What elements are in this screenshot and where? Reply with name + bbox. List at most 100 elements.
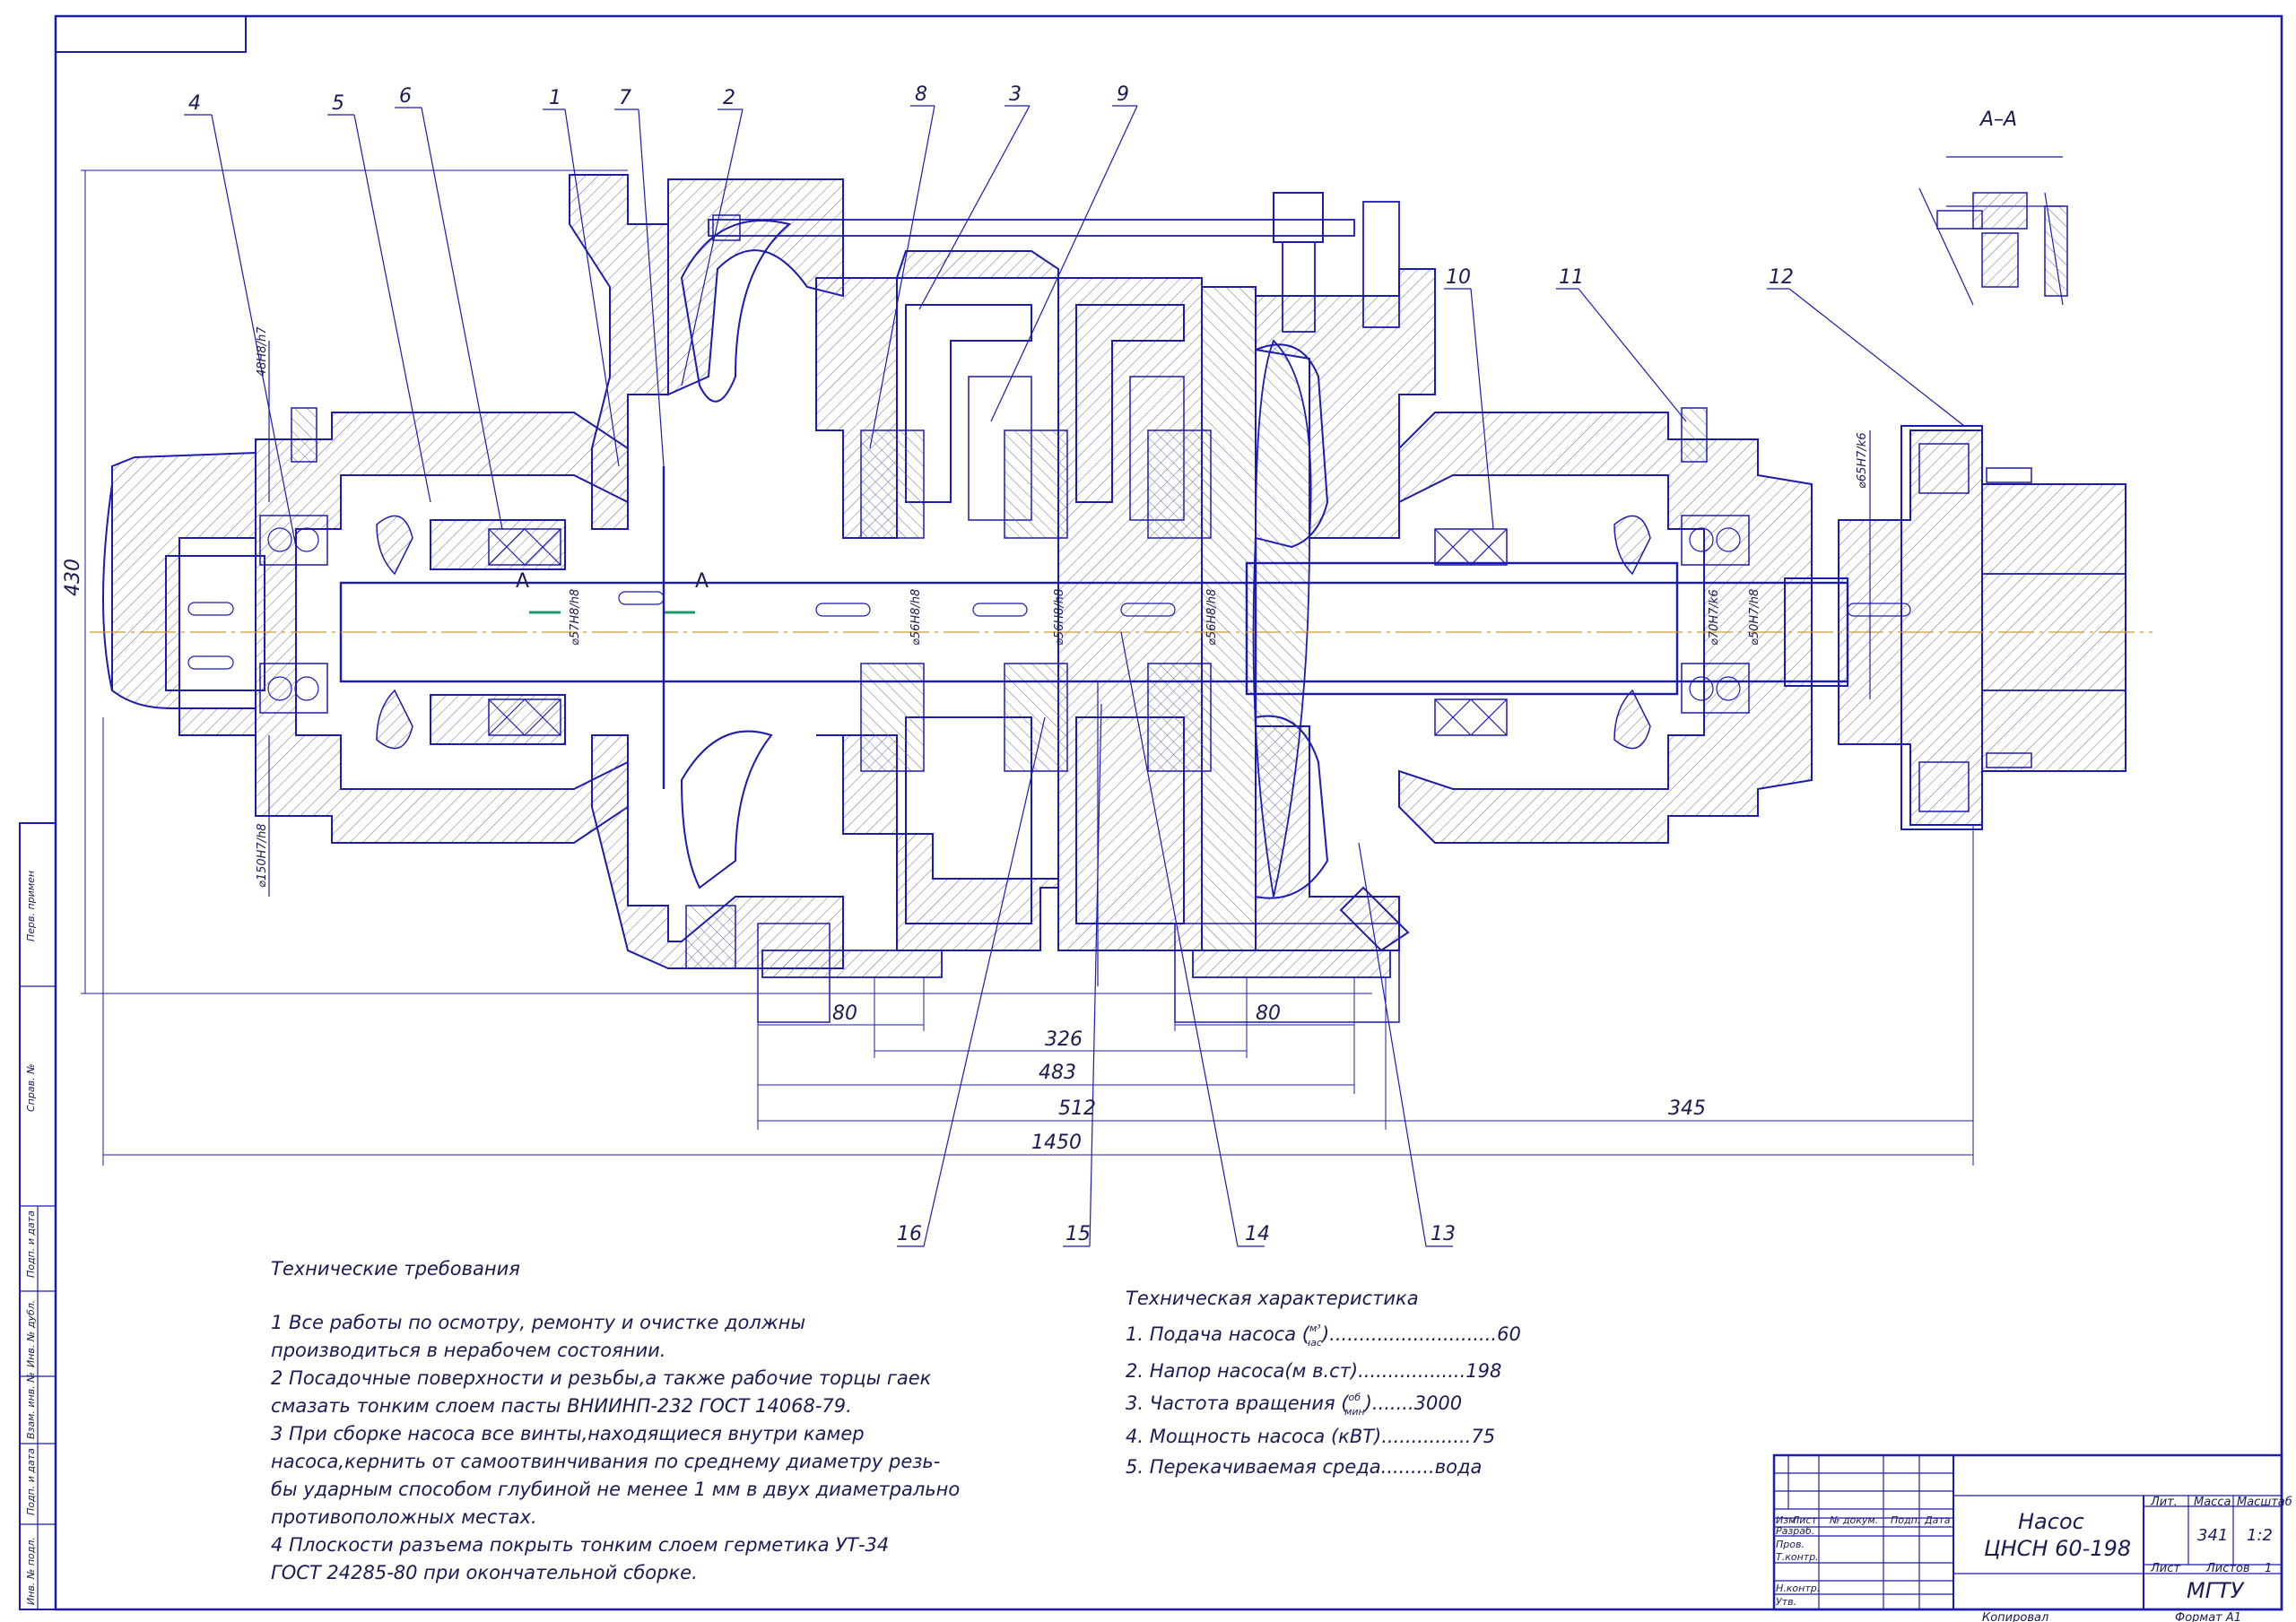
part-label-8: 8: [915, 83, 927, 106]
tech-requirements: Технические требования 1 Все работы по о…: [271, 1258, 960, 1583]
dim-483: 483: [1039, 1062, 1076, 1084]
tb-izm: Изм: [1776, 1514, 1796, 1526]
tech-req-line-9: 4 Плоскости разъема покрыть тонким слоем…: [271, 1534, 889, 1556]
stamp-podp-data-2: Подп. и дата: [25, 1448, 37, 1515]
part-label-14: 14: [1245, 1223, 1270, 1245]
left-bearing-cover: [102, 451, 265, 736]
tech-char-item-5: 5. Перекачиваемая среда.........вода: [1126, 1456, 1482, 1478]
outline-accents: [662, 466, 1257, 986]
part-label-6: 6: [399, 85, 412, 108]
tie-rod: [708, 214, 1400, 1023]
tech-char-title: Техническая характеристика: [1126, 1288, 1419, 1309]
dim-326: 326: [1045, 1028, 1083, 1051]
tb-tkontr: Т.контр.: [1776, 1551, 1819, 1563]
side-stamp: Перв. примен Справ. № Подп. и дата Инв. …: [19, 822, 57, 1610]
part-label-7: 7: [619, 87, 631, 109]
tech-req-line-8: противоположных местах.: [271, 1506, 537, 1528]
stamp-sprav-no: Справ. №: [25, 1063, 37, 1112]
tb-prov: Пров.: [1776, 1539, 1805, 1550]
tb-data: Дата: [1924, 1514, 1951, 1526]
dim-345: 345: [1668, 1097, 1706, 1120]
impellers: [860, 429, 1212, 772]
tb-utv: Утв.: [1776, 1596, 1796, 1608]
tb-scale-label: Масштаб: [2237, 1496, 2292, 1509]
tb-no-dokum: № докум.: [1829, 1514, 1878, 1526]
tech-char-item-4: 4. Мощность насоса (кВТ)...............7…: [1126, 1426, 1495, 1447]
stamp-perv-primen: Перв. примен: [25, 871, 37, 941]
fit-labels: 48H8/h7 ⌀150H7/h8 ⌀57H8/h8 ⌀56H8/h8 ⌀56H…: [256, 326, 1871, 897]
part-callouts: 4 5 6 1 7 2 8 3 9 10 11 12 16 15 14 13: [184, 83, 1965, 1247]
part-label-4: 4: [188, 92, 201, 115]
part-label-12: 12: [1769, 266, 1794, 289]
section-mark-left: A: [516, 570, 529, 593]
tech-char-item-2: 2. Напор насоса(м в.ст).................…: [1126, 1360, 1501, 1382]
pump-section-view: A A: [90, 174, 2152, 1023]
discharge-casing: [1252, 192, 1436, 952]
dimensions: 430 80 80 326 483 512 345 1450: [62, 169, 1974, 1166]
tb-org: МГТУ: [2187, 1578, 2245, 1603]
tech-req-line-5: 3 При сборке насоса все винты,находящиес…: [271, 1423, 865, 1444]
section-a-a-inset: А–А: [1918, 108, 2068, 306]
fit-shaft-57: ⌀57H8/h8: [569, 589, 582, 646]
tb-nkontr: Н.контр.: [1776, 1583, 1820, 1594]
right-bearing-housing: [1398, 407, 1813, 844]
part-label-11: 11: [1559, 266, 1584, 289]
dim-1450: 1450: [1031, 1132, 1082, 1154]
tech-characteristics: Техническая характеристика 1. Подача нас…: [1126, 1288, 1521, 1478]
part-label-16: 16: [897, 1223, 922, 1245]
section-mark-right: A: [695, 570, 709, 593]
part-label-15: 15: [1065, 1223, 1091, 1245]
coupling-half: [1838, 425, 2126, 830]
suction-casing: [569, 174, 844, 969]
tb-mass-label: Масса: [2194, 1496, 2231, 1509]
fit-left-lower: ⌀150H7/h8: [256, 823, 269, 888]
fit-shaft-50: ⌀50H7/h8: [1748, 589, 1761, 646]
stamp-vzam-inv: Взам. инв. №: [25, 1372, 37, 1439]
fit-coupling-65: ⌀65H7/k6: [1856, 432, 1869, 489]
tb-mass-value: 341: [2197, 1526, 2228, 1545]
tech-req-line-4: смазать тонким слоем пасты ВНИИНП-232 ГО…: [271, 1395, 852, 1417]
part-label-1: 1: [549, 87, 561, 109]
fit-shaft-70: ⌀70H7/k6: [1708, 589, 1721, 646]
dim-80-left: 80: [832, 1002, 857, 1025]
tb-razrab: Разраб.: [1776, 1525, 1814, 1537]
part-label-10: 10: [1446, 266, 1471, 289]
sheet-frame: [54, 14, 2283, 1611]
tb-copied: Копировал: [1982, 1611, 2048, 1622]
seal-box: [430, 519, 566, 745]
part-label-2: 2: [723, 87, 735, 109]
tb-scale-value: 1:2: [2247, 1526, 2273, 1545]
tech-req-line-1: 1 Все работы по осмотру, ремонту и очист…: [271, 1312, 805, 1333]
stage-diffusers: [815, 250, 1257, 951]
stamp-podp-data-1: Подп. и дата: [25, 1210, 37, 1278]
part-label-13: 13: [1431, 1223, 1456, 1245]
tb-format: Формат А1: [2175, 1611, 2241, 1622]
dim-80-right: 80: [1256, 1002, 1281, 1025]
section-marks: A A: [516, 570, 709, 614]
tech-req-title: Технические требования: [271, 1258, 520, 1279]
dim-512: 512: [1058, 1097, 1096, 1120]
tech-req-line-10: ГОСТ 24285-80 при окончательной сборке.: [271, 1562, 698, 1583]
tech-req-line-3: 2 Посадочные поверхности и резьбы,а такж…: [271, 1367, 932, 1389]
part-label-3: 3: [1009, 83, 1022, 106]
part-label-9: 9: [1117, 83, 1129, 106]
left-bearing-housing: [255, 407, 629, 844]
tb-name-2: ЦНСН 60-198: [1984, 1536, 2131, 1561]
tb-list: Лист: [1791, 1514, 1817, 1526]
title-block: Изм Лист № докум. Подп. Дата Разраб. Про…: [1772, 1453, 2292, 1622]
tb-name-1: Насос: [2018, 1509, 2084, 1534]
fit-left-vertical: 48H8/h7: [256, 326, 269, 377]
fit-shaft-56-a: ⌀56H8/h8: [909, 589, 923, 646]
tb-sheet-label: Лист: [2150, 1562, 2180, 1575]
stamp-inv-dubl: Инв. № дубл.: [25, 1300, 37, 1367]
stamp-inv-podl: Инв. № подл.: [25, 1537, 37, 1605]
section-a-a-title: А–А: [1979, 108, 2017, 131]
tech-req-line-6: насоса,кернить от самоотвинчивания по ср…: [271, 1451, 940, 1472]
fit-shaft-56-b: ⌀56H8/h8: [1053, 589, 1066, 646]
tech-req-line-2: производиться в нерабочем состоянии.: [271, 1340, 665, 1361]
tech-req-line-7: бы ударным способом глубиной не менее 1 …: [271, 1479, 960, 1500]
tb-podp: Подп.: [1891, 1514, 1920, 1526]
